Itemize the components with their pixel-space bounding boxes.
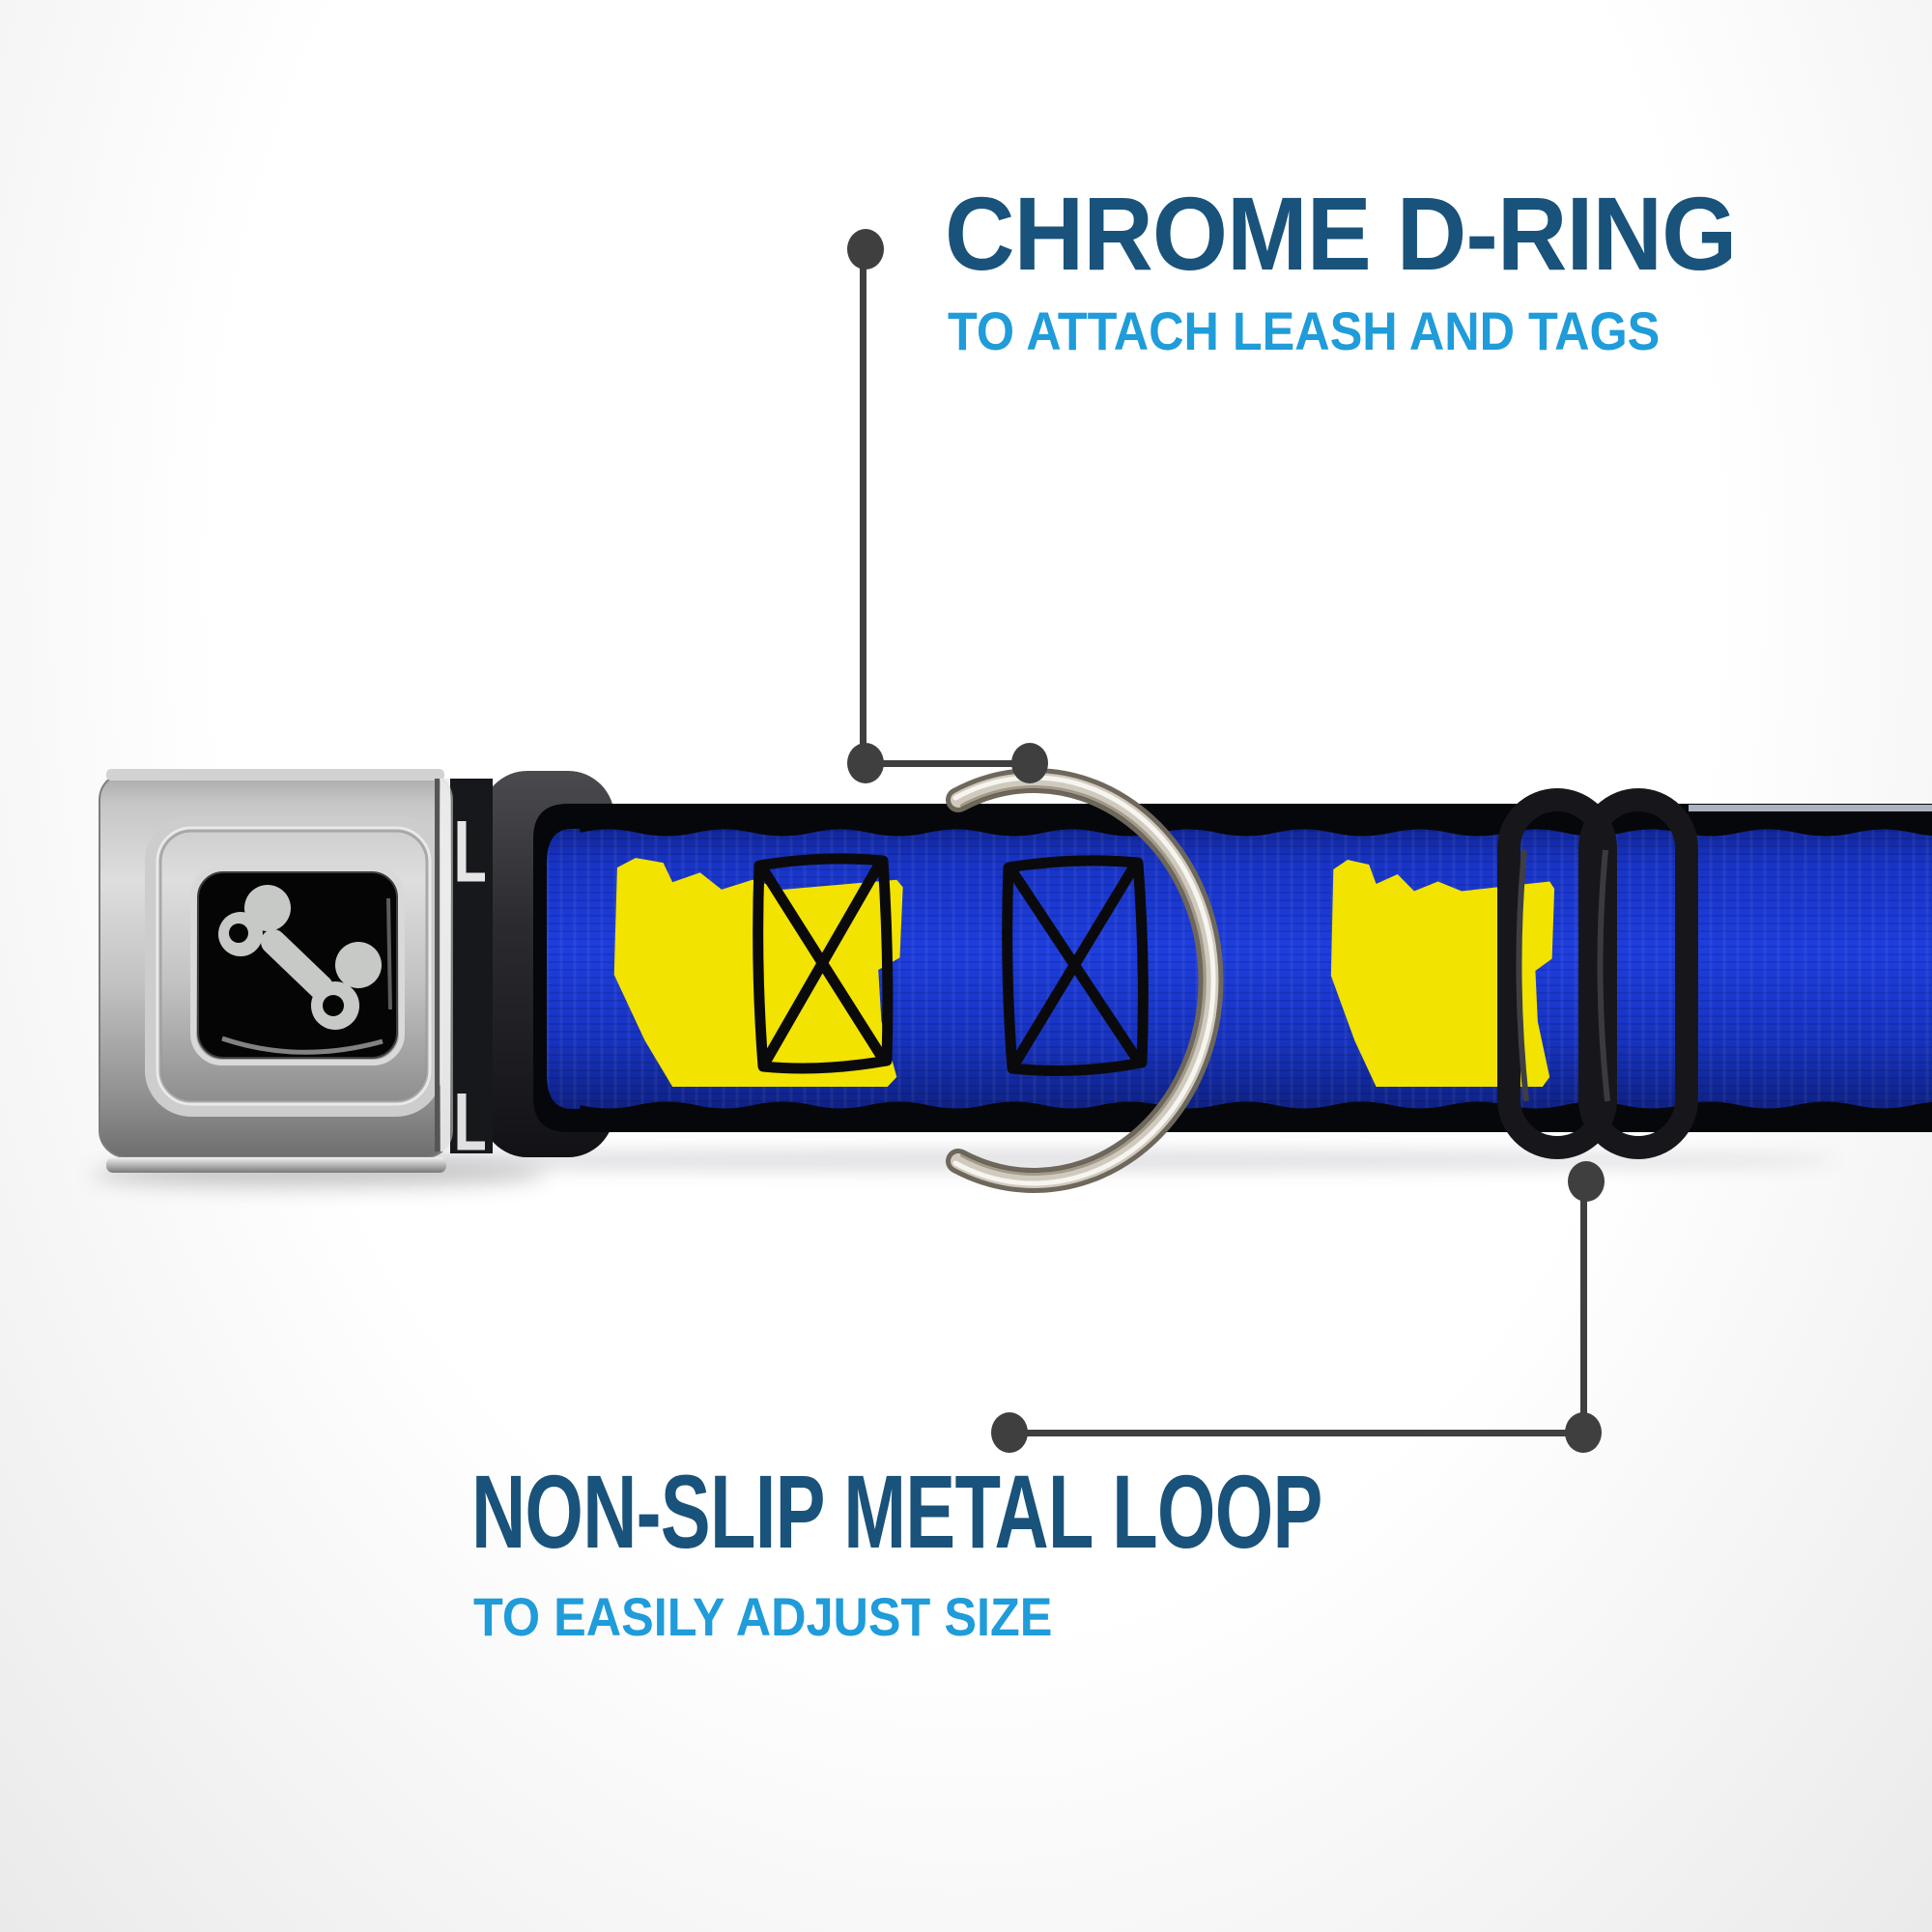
webbing-edge-highlight — [1689, 805, 1932, 811]
buckle-logo-inset — [190, 865, 405, 1065]
dog-collar-illustration — [99, 768, 1932, 1193]
d-ring-subtitle: TO ATTACH LEASH AND TAGS — [948, 300, 1661, 361]
crossed-box-mark — [753, 853, 894, 1074]
callout-line-vertical — [1580, 1181, 1587, 1435]
d-ring — [946, 768, 1224, 1193]
crossed-box-pattern — [753, 853, 1149, 1076]
bone-logo-icon — [218, 885, 382, 1030]
metal-loop-title: NON-SLIP METAL LOOP — [471, 1453, 1322, 1570]
callout-dot — [847, 743, 884, 783]
callout-dot — [1568, 1161, 1605, 1202]
callout-dot — [991, 1412, 1028, 1453]
callout-dot — [847, 229, 884, 270]
buckle-hook — [457, 821, 485, 882]
crossed-box-mark — [1002, 855, 1149, 1076]
d-ring-title: CHROME D-RING — [945, 175, 1737, 292]
metal-loop-subtitle: TO EASILY ADJUST SIZE — [473, 1586, 1053, 1647]
callout-line-horizontal — [866, 760, 1032, 767]
buckle-hook — [457, 1094, 485, 1151]
slider-loop — [1497, 788, 1698, 1159]
seatbelt-buckle — [99, 769, 485, 1173]
callout-dot — [1565, 1412, 1602, 1453]
callout-dot — [1011, 743, 1048, 783]
callout-line-horizontal — [1009, 1430, 1583, 1436]
callout-line-vertical — [860, 249, 867, 763]
